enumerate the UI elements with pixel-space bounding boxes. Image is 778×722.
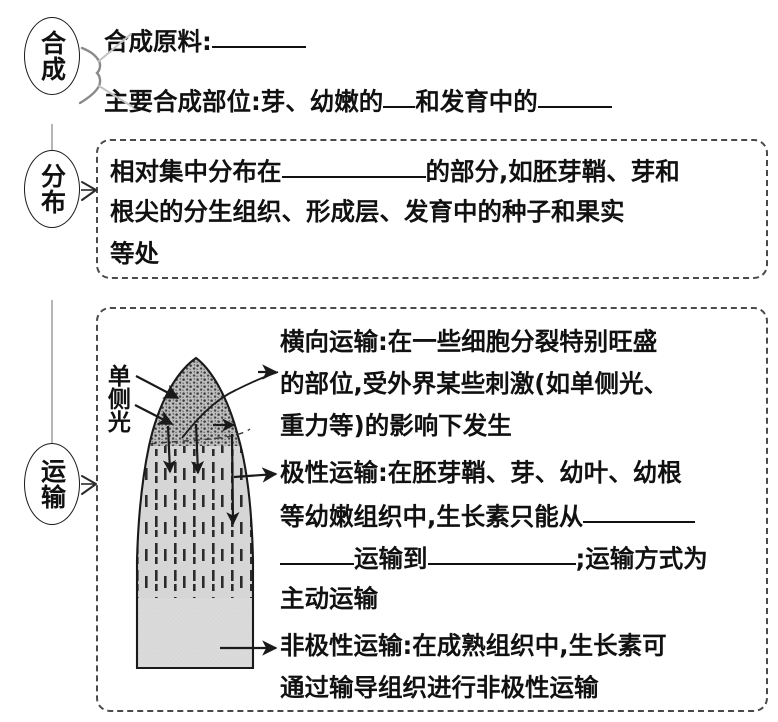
transport-lateral-line-1: 横向运输:在一些细胞分裂特别旺盛 <box>280 327 658 356</box>
section-label-transport: 运输 <box>24 443 80 525</box>
synthesis-blank-1[interactable] <box>211 26 306 48</box>
section-label-distribution-text: 分布 <box>37 163 67 215</box>
transport-nonpolar-line-2: 通过输导组织进行非极性运输 <box>280 673 599 702</box>
synthesis-line-1-prefix: 合成原料: <box>104 27 212 56</box>
distribution-box <box>96 139 768 279</box>
section-label-transport-text: 运输 <box>37 458 67 510</box>
transport-polar-blank-1[interactable] <box>583 501 696 523</box>
brace-distribution <box>81 181 97 201</box>
brace-transport <box>81 475 97 495</box>
transport-polar-blank-3[interactable] <box>427 543 576 565</box>
distribution-line-1: 相对集中分布在 的部分,如胚芽鞘、芽和 <box>110 158 680 185</box>
section-label-distribution: 分布 <box>24 150 80 228</box>
transport-polar-line-3-part-b: ;运输方式为 <box>575 544 708 573</box>
section-label-synthesis: 合成 <box>24 17 80 95</box>
synthesis-line-1: 合成原料: <box>104 28 306 55</box>
section-label-synthesis-text: 合成 <box>37 30 67 82</box>
transport-lateral-line-2: 的部位,受外界某些刺激(如单侧光、 <box>280 369 669 398</box>
transport-box <box>96 307 768 712</box>
transport-polar-line-3-part-a: 运输到 <box>354 544 428 573</box>
synthesis-blank-2[interactable] <box>383 86 416 108</box>
transport-polar-line-2: 等幼嫩组织中,生长素只能从 <box>280 501 696 531</box>
distribution-line-1-part-b: 的部分,如胚芽鞘、芽和 <box>425 157 680 186</box>
distribution-line-2: 根尖的分生组织、形成层、发育中的种子和果实 <box>110 197 625 226</box>
unilateral-light-label: 单侧光 <box>103 364 130 433</box>
synthesis-line-2-part-a: 主要合成部位:芽、幼嫩的 <box>104 87 384 116</box>
transport-polar-blank-2[interactable] <box>280 543 354 565</box>
distribution-blank-1[interactable] <box>281 156 426 178</box>
transport-polar-line-2-part-a: 等幼嫩组织中,生长素只能从 <box>280 502 584 531</box>
transport-nonpolar-line-1: 非极性运输:在成熟组织中,生长素可 <box>280 631 667 660</box>
distribution-line-1-part-a: 相对集中分布在 <box>110 157 282 186</box>
transport-polar-line-4: 主动运输 <box>280 584 378 613</box>
synthesis-line-2-part-b: 和发育中的 <box>415 87 538 116</box>
transport-lateral-line-3: 重力等)的影响下发生 <box>280 411 512 440</box>
transport-polar-line-1: 极性运输:在胚芽鞘、芽、幼叶、幼根 <box>280 458 682 487</box>
synthesis-line-2: 主要合成部位:芽、幼嫩的 和发育中的 <box>104 88 612 115</box>
transport-polar-line-3: 运输到 ;运输方式为 <box>280 545 708 572</box>
synthesis-blank-3[interactable] <box>537 86 612 108</box>
distribution-line-3: 等处 <box>110 239 159 268</box>
